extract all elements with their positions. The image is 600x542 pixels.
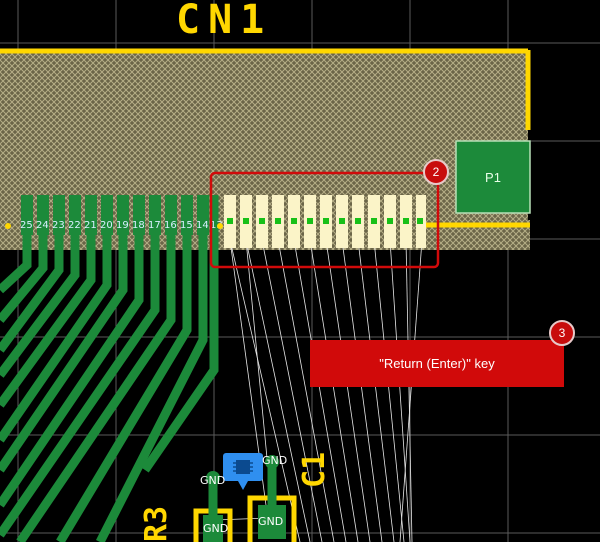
left-pin-pads[interactable] <box>21 195 209 235</box>
pin-label: 25 <box>20 220 33 231</box>
pin-label: 24 <box>36 220 49 231</box>
pin-label: 22 <box>68 220 81 231</box>
net-label-gnd: GND <box>258 515 284 528</box>
pin-label: 16 <box>164 220 177 231</box>
pin-marker <box>5 223 11 229</box>
selection-highlight <box>209 171 440 269</box>
callout-badge-3: 3 <box>549 320 575 346</box>
pad-p1[interactable] <box>455 140 531 214</box>
pin-label: 17 <box>148 220 161 231</box>
pin-label: 15 <box>180 220 193 231</box>
pin-label: 18 <box>132 220 145 231</box>
component-r3[interactable] <box>193 471 233 542</box>
pin-number-labels: 25 24 23 22 21 20 19 18 17 16 15 14 13 <box>20 220 223 231</box>
designator-cn1: CN1 <box>176 0 273 43</box>
chip-tooltip-icon[interactable] <box>223 453 263 490</box>
ratsnest-lines <box>214 239 423 542</box>
pin-label: 14 <box>196 220 209 231</box>
net-label-gnd: GND <box>203 522 229 535</box>
pin-label: 21 <box>84 220 97 231</box>
pin-label: 13 <box>210 220 223 231</box>
pin-label: 20 <box>100 220 113 231</box>
pin-label: 19 <box>116 220 129 231</box>
net-label-gnd: GND <box>262 454 288 467</box>
callout-text: "Return (Enter)" key <box>379 356 495 371</box>
pad-connection-dots <box>227 218 423 224</box>
pin-label: 23 <box>52 220 65 231</box>
designator-c1: C1 <box>297 451 332 488</box>
callout-return-key: "Return (Enter)" key <box>310 340 564 387</box>
pin-marker <box>217 223 223 229</box>
callout-badge-2: 2 <box>423 159 449 185</box>
net-label-gnd: GND <box>200 474 226 487</box>
designator-r3: R3 <box>139 505 174 542</box>
component-c1[interactable] <box>247 455 297 542</box>
